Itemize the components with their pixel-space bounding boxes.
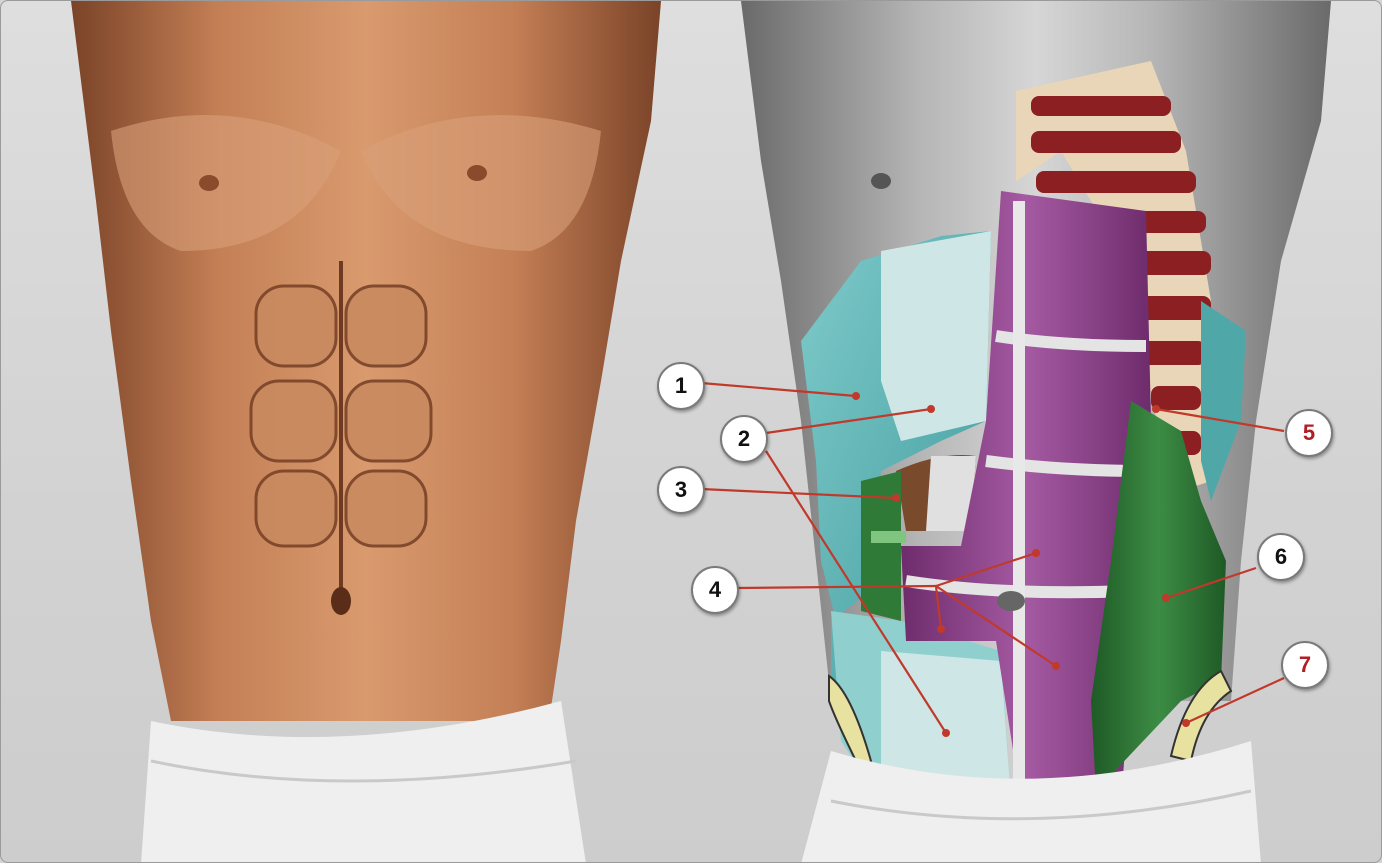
callout-5: 5 xyxy=(1285,409,1333,457)
callout-3: 3 xyxy=(657,466,705,514)
callout-4: 4 xyxy=(691,566,739,614)
callout-6: 6 xyxy=(1257,533,1305,581)
callout-7: 7 xyxy=(1281,641,1329,689)
left-torso-photo xyxy=(71,1,661,863)
callout-2: 2 xyxy=(720,415,768,463)
callout-1: 1 xyxy=(657,362,705,410)
right-torso-anatomy xyxy=(741,1,1331,863)
